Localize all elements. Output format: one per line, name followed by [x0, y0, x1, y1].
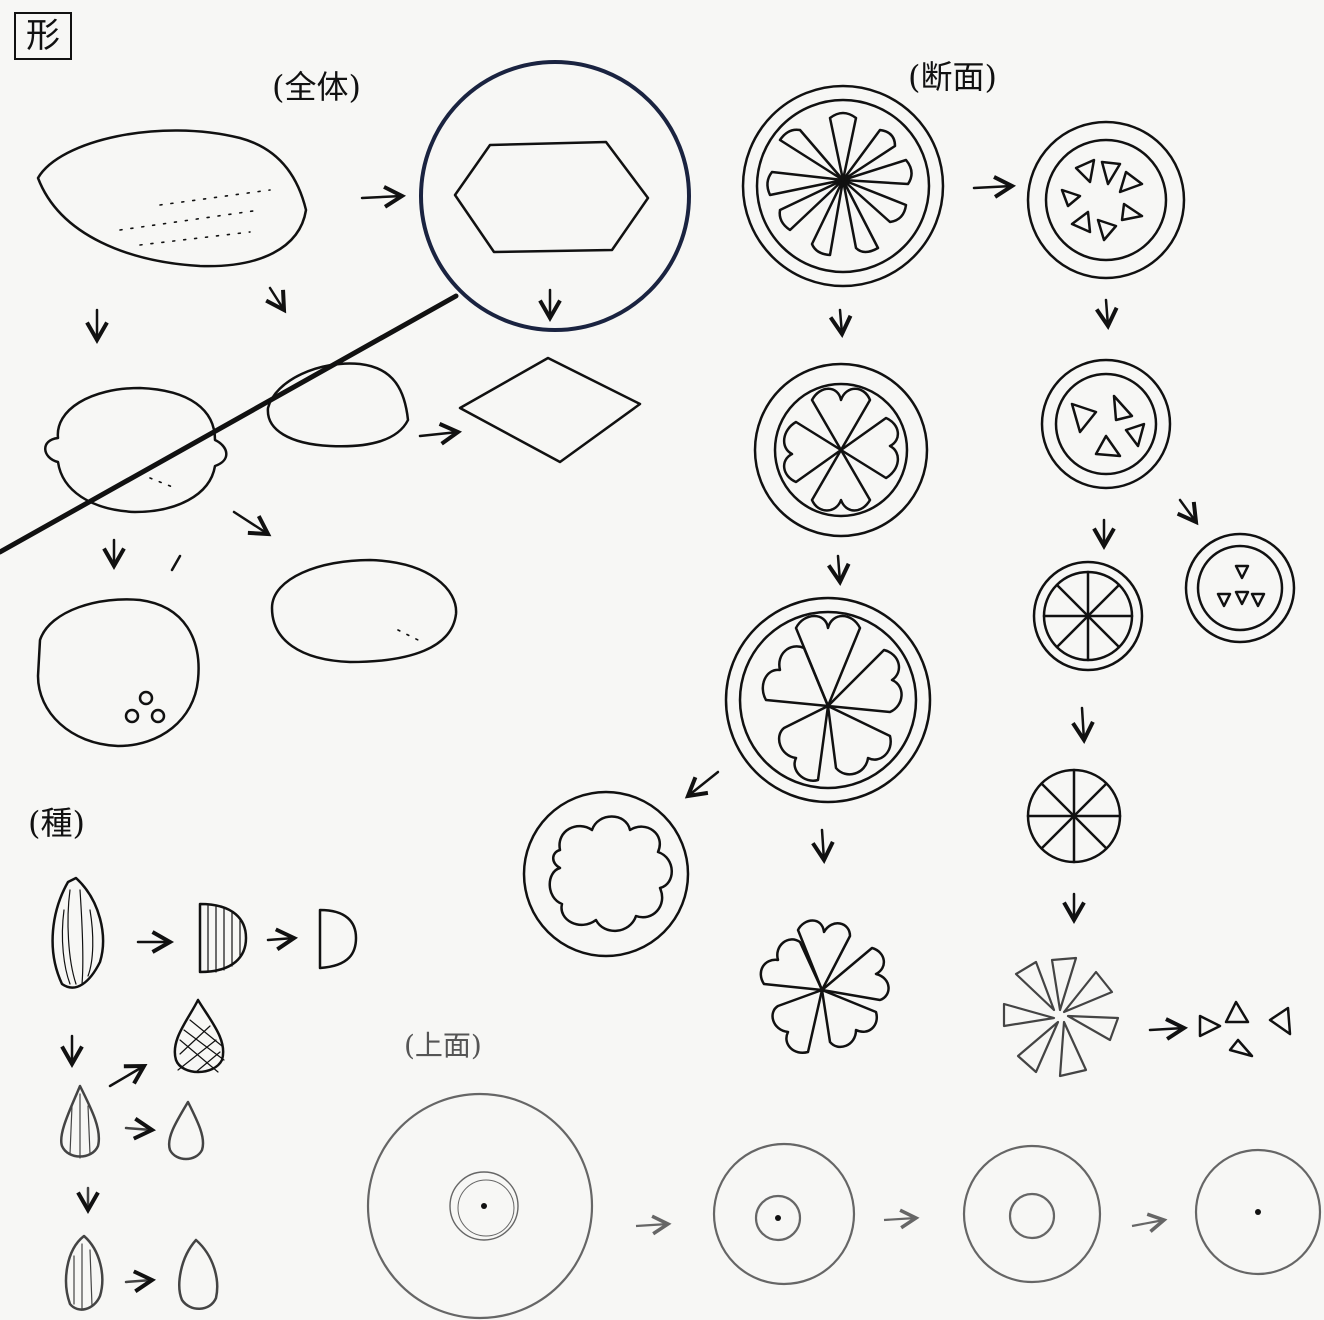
cross-section-triangles	[1028, 122, 1184, 278]
arrow	[1106, 300, 1108, 326]
seed-half-striped	[200, 904, 246, 972]
arrow	[126, 1128, 152, 1130]
arrow	[1132, 1220, 1164, 1226]
cross-section-flower	[726, 598, 930, 802]
seed-whole	[53, 878, 103, 988]
cross-section-three-triangles	[1042, 360, 1170, 488]
arrow	[1150, 1028, 1184, 1030]
arrow	[884, 1218, 916, 1220]
lemon-whole-drawing	[38, 130, 306, 266]
cross-section-spoked-medium	[1028, 770, 1120, 862]
four-triangles	[1200, 1002, 1290, 1056]
top-view-sequence	[368, 1094, 1320, 1318]
arrow	[1180, 500, 1196, 522]
top-view-dot	[1196, 1150, 1320, 1274]
arrow	[822, 830, 824, 860]
arrow	[636, 1224, 668, 1226]
seed-crosshatched	[175, 1000, 224, 1072]
lemon-oval-drawing	[268, 363, 408, 446]
pointer-line	[0, 296, 456, 552]
arrow	[420, 432, 458, 436]
triangle-rosette	[1004, 958, 1118, 1076]
seed-striped-drop	[61, 1086, 99, 1158]
cross-section-scalloped	[524, 792, 688, 956]
round-fruit-drawing	[38, 599, 199, 746]
arrow	[268, 938, 294, 940]
arrow	[110, 1066, 144, 1086]
arrow	[270, 288, 284, 310]
arrow	[838, 556, 840, 582]
diamond-drawing	[460, 358, 640, 462]
arrow	[362, 196, 402, 198]
arrow	[1082, 708, 1084, 740]
arrow	[688, 772, 718, 796]
arrow	[840, 310, 842, 334]
highlight-circle	[421, 62, 689, 330]
top-view-ring	[964, 1146, 1100, 1282]
hexagon-drawing	[455, 142, 648, 252]
arrow	[234, 512, 268, 534]
arrow	[126, 1280, 152, 1282]
cross-section-petals	[755, 364, 927, 536]
seed-drop-outline	[169, 1102, 203, 1159]
cross-section-spoked-small	[1034, 562, 1142, 670]
seed-almond-outline	[179, 1240, 217, 1309]
top-view-large	[368, 1094, 592, 1318]
cross-section-dots-small	[1186, 534, 1294, 642]
seed-striped-almond	[66, 1236, 102, 1310]
seed-half-outline	[320, 910, 356, 968]
arrow	[974, 186, 1012, 188]
oval-fruit-drawing	[272, 560, 456, 662]
top-view-ring-dot	[714, 1144, 854, 1284]
cross-section-large	[743, 86, 943, 286]
lemon-front-drawing	[45, 388, 226, 512]
petal-rosette	[761, 921, 889, 1053]
